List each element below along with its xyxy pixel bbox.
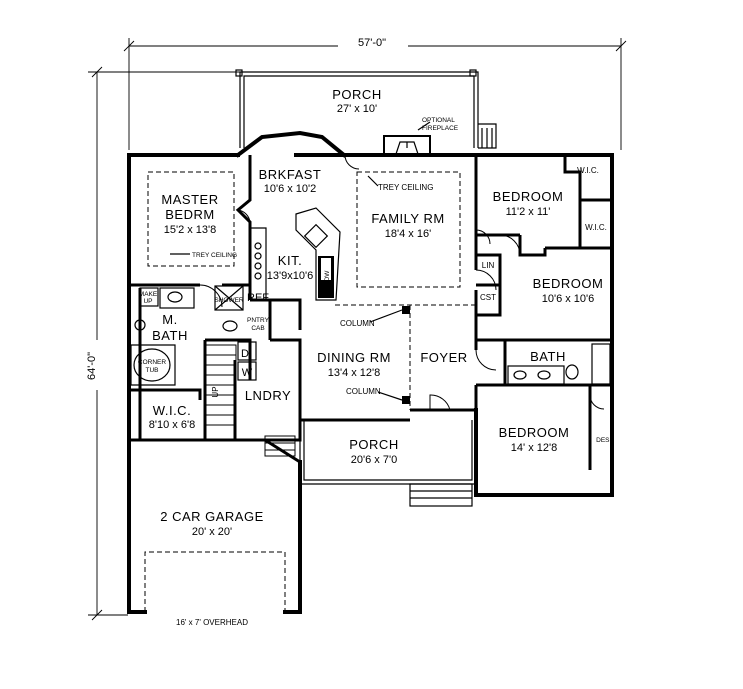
master-name-2: BEDRM: [165, 207, 214, 222]
bath-fixtures-icon: [507, 343, 611, 385]
make-up-counter-icon: [139, 287, 159, 307]
width-dimension: 57'-0": [358, 37, 386, 49]
pntry-label-2: CAB: [251, 325, 264, 332]
bedroom1-name: BEDROOM: [493, 189, 564, 204]
master-sink-icon: [134, 287, 195, 331]
dining-size: 13'4 x 12'8: [328, 367, 381, 379]
kitchen-counter-icon: [250, 227, 267, 300]
bedroom1-size: 11'2 x 11': [506, 206, 551, 218]
brkfast-name: BRKFAST: [259, 167, 322, 182]
garage-steps-icon: [264, 435, 296, 457]
family-size: 18'4 x 16': [385, 228, 431, 240]
lndry-label: LNDRY: [245, 388, 291, 403]
mbath-name-2: BATH: [152, 328, 188, 343]
washer-label: W: [242, 367, 253, 379]
column-leader: [369, 309, 403, 323]
wic-master-size: 8'10 x 6'8: [149, 419, 195, 431]
brkfast-size: 10'6 x 10'2: [264, 183, 317, 195]
corner-tub-label-1: CORNER: [138, 359, 166, 366]
overhead-door-label: 16' x 7' OVERHEAD: [176, 618, 248, 627]
master-trey-label: TREY CEILING: [192, 252, 237, 259]
family-name: FAMILY RM: [371, 211, 444, 226]
front-porch-outline: [299, 420, 477, 507]
master-trey-ceiling: [147, 171, 235, 267]
depth-dimension: 64'-0": [86, 352, 98, 380]
column-bottom-label: COLUMN: [346, 387, 381, 396]
garage-size: 20' x 20': [192, 526, 232, 538]
up-label: UP: [211, 386, 220, 397]
master-name-1: MASTER: [161, 192, 218, 207]
pntry-label-1: PNTRY: [247, 317, 270, 324]
dryer-label: D: [241, 348, 249, 360]
bedroom2-size: 10'6 x 10'6: [542, 293, 595, 305]
dw-label: DW: [324, 270, 331, 282]
bath-label: BATH: [530, 349, 566, 364]
lin-label: LIN: [482, 261, 495, 270]
interior-walls: [129, 155, 612, 470]
porch-front-name: PORCH: [349, 437, 398, 452]
rear-porch-outline: [235, 69, 497, 149]
shower-icon: [214, 285, 244, 311]
desk-label: DESK: [596, 437, 614, 444]
fireplace-label-2: FIREPLACE: [422, 125, 459, 132]
porch-front-size: 20'6 x 7'0: [351, 454, 397, 466]
column-icon: [402, 396, 410, 404]
ref-label: REF: [247, 292, 269, 304]
column-leader: [377, 391, 403, 401]
kit-name: KIT.: [278, 253, 302, 268]
garage-door-outline: [144, 551, 286, 612]
bedroom3-size: 14' x 12'8: [511, 442, 557, 454]
porch-rear-size: 27' x 10': [337, 103, 377, 115]
bedroom2-name: BEDROOM: [533, 276, 604, 291]
trey-leader: [367, 175, 379, 187]
wic-master-name: W.I.C.: [153, 403, 191, 418]
cst-label: CST: [480, 293, 496, 302]
porch-rear-name: PORCH: [332, 87, 381, 102]
door-swings: [199, 154, 605, 411]
master-size: 15'2 x 13'8: [164, 224, 217, 236]
corner-tub-label-2: TUB: [146, 367, 159, 374]
shower-label: SHOWER: [214, 297, 244, 304]
garage-name: 2 CAR GARAGE: [160, 509, 264, 524]
family-trey-label: TREY CEILING: [378, 183, 433, 192]
fireplace-label-1: OPTIONAL: [422, 117, 455, 124]
bedroom3-name: BEDROOM: [499, 425, 570, 440]
kitchen-island-icon: [295, 207, 341, 301]
family-trey-ceiling: [356, 171, 461, 288]
washer-dryer-icon: [237, 341, 257, 381]
wic1-label: W.I.C.: [577, 166, 599, 175]
kit-size: 13'9x10'6: [267, 270, 313, 282]
column-top-label: COLUMN: [340, 319, 375, 328]
dining-name: DINING RM: [317, 350, 391, 365]
corner-tub-icon: [130, 344, 176, 386]
stairs-icon: [205, 344, 237, 440]
master-toilet-icon: [222, 320, 238, 332]
column-icon: [402, 306, 410, 314]
wic2-label: W.I.C.: [585, 223, 607, 232]
foyer-label: FOYER: [420, 350, 467, 365]
make-up-label-1: MAKE: [139, 291, 158, 298]
make-up-label-2: UP: [143, 298, 152, 305]
mbath-name-1: M.: [162, 312, 177, 327]
